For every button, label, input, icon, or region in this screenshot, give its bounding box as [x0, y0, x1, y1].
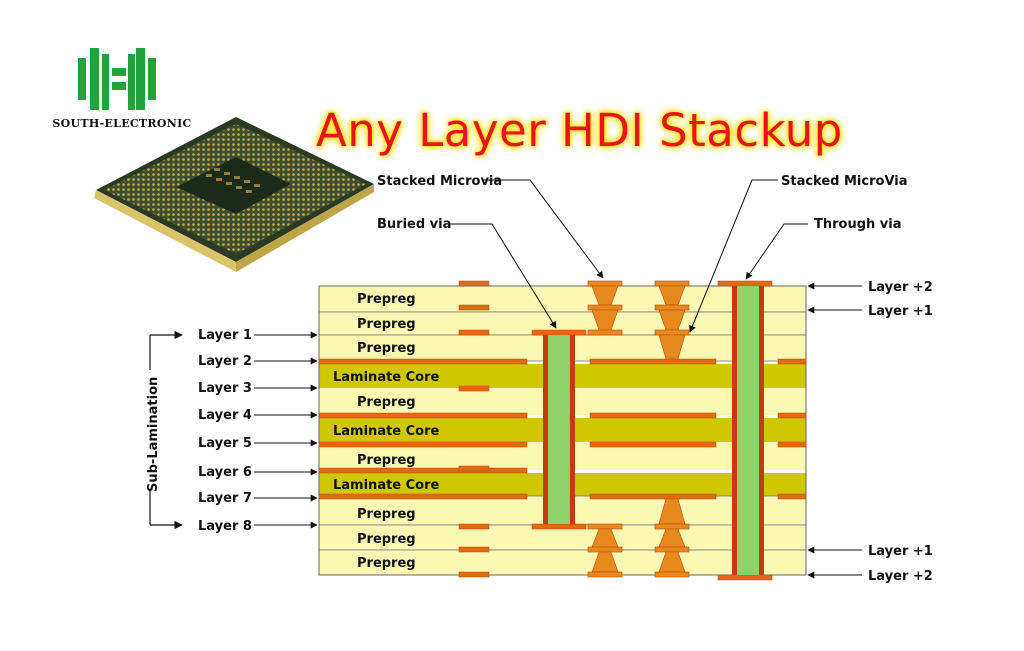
buried-via	[531, 329, 587, 530]
brand-name: SOUTH-ELECTRONIC	[52, 117, 192, 130]
layer-label: Layer 5	[198, 436, 252, 451]
layer-label: Layer 2	[198, 354, 252, 369]
layer-label-right: Layer +2	[868, 569, 933, 584]
sub-lamination-label: Sub-Lamination	[146, 377, 161, 492]
layer-label-right: Layer +2	[868, 280, 933, 295]
through-via	[717, 280, 773, 581]
row-label: Laminate Core	[333, 478, 440, 493]
row-label: Laminate Core	[333, 424, 440, 439]
callout-buried-via: Buried via	[377, 217, 451, 232]
prepreg-band	[318, 549, 807, 576]
callout-stacked-microvia: Stacked Microvia	[377, 174, 502, 189]
layer-label-right: Layer +1	[868, 304, 933, 319]
row-label: Prepreg	[357, 556, 416, 571]
layer-label: Layer 1	[198, 328, 252, 343]
row-label: Prepreg	[357, 532, 416, 547]
layer-label: Layer 8	[198, 519, 252, 534]
row-label: Laminate Core	[333, 370, 440, 385]
layer-label: Layer 7	[198, 491, 252, 506]
brand-logo	[78, 48, 156, 110]
layer-label: Layer 6	[198, 465, 252, 480]
sub-lamination-bracket	[149, 330, 183, 530]
row-label: Prepreg	[357, 317, 416, 332]
layer-label: Layer 4	[198, 408, 252, 423]
diagram-title: Any Layer HDI Stackup	[316, 104, 843, 157]
cpu-chip-image	[94, 117, 374, 272]
row-label: Prepreg	[357, 292, 416, 307]
prepreg-band	[318, 285, 807, 313]
row-label: Prepreg	[357, 453, 416, 468]
row-label: Prepreg	[357, 507, 416, 522]
stacked-microvia-left	[587, 280, 623, 578]
stacked-microvia-right	[654, 280, 690, 578]
row-label: Prepreg	[357, 341, 416, 356]
layer-label: Layer 3	[198, 381, 252, 396]
row-label: Prepreg	[357, 395, 416, 410]
callout-stacked-microvia-2: Stacked MicroVia	[781, 174, 908, 189]
callout-through-via: Through via	[814, 217, 902, 232]
layer-label-right: Layer +1	[868, 544, 933, 559]
